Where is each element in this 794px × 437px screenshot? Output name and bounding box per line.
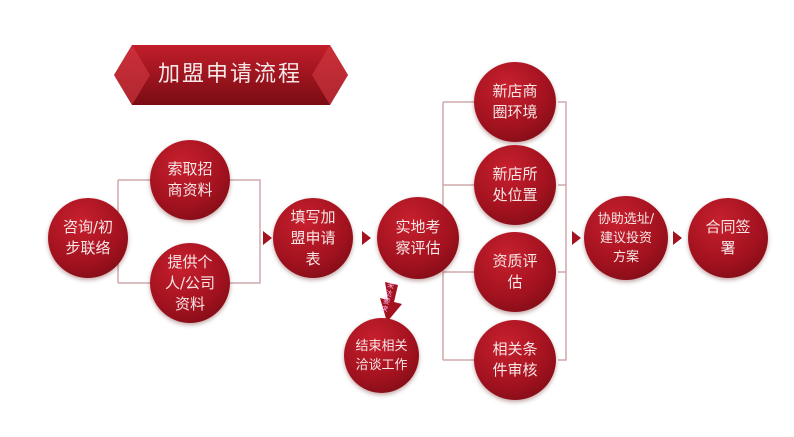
page-title: 加盟申请流程 — [157, 62, 302, 87]
node-get-materials: 索取招商资料 — [150, 140, 230, 220]
arrow-right-icon — [263, 231, 272, 245]
node-label: 新店商圈环境 — [492, 82, 538, 121]
node-trade-area: 新店商圈环境 — [474, 62, 556, 142]
node-label: 实地考察评估 — [395, 218, 441, 257]
node-label: 结束相关洽谈工作 — [355, 338, 408, 373]
node-location: 新店所处位置 — [474, 145, 556, 225]
node-provide-info: 提供个人/公司资料 — [150, 243, 230, 323]
node-label: 资质评估 — [492, 252, 538, 291]
node-label: 合同签署 — [705, 218, 751, 257]
node-label: 相关条件审核 — [492, 340, 538, 379]
node-label: 提供个人/公司资料 — [164, 252, 216, 313]
bracket-right-2 — [558, 101, 567, 361]
node-assist-site: 协助选址/建议投资方案 — [584, 196, 668, 280]
node-conditions: 相关条件审核 — [474, 320, 556, 400]
arrow-right-icon — [572, 231, 581, 245]
node-label: 协助选址/建议投资方案 — [597, 211, 655, 265]
node-label: 索取招商资料 — [167, 160, 213, 199]
node-qualification: 资质评估 — [474, 232, 556, 312]
arrow-down-icon — [380, 282, 402, 322]
node-contract: 合同签署 — [688, 198, 768, 278]
arrow-right-icon — [673, 231, 682, 245]
node-label: 新店所处位置 — [492, 165, 538, 204]
node-label: 咨询/初步联络 — [62, 218, 114, 257]
bracket-right-1 — [230, 179, 261, 284]
node-consult: 咨询/初步联络 — [48, 198, 128, 278]
node-fill-form: 填写加盟申请表 — [273, 198, 353, 278]
arrow-right-icon — [362, 231, 371, 245]
node-end-talks: 结束相关洽谈工作 — [344, 318, 419, 393]
title-banner-shape — [114, 45, 348, 105]
node-label: 填写加盟申请表 — [290, 207, 336, 268]
node-site-visit: 实地考察评估 — [377, 197, 459, 279]
